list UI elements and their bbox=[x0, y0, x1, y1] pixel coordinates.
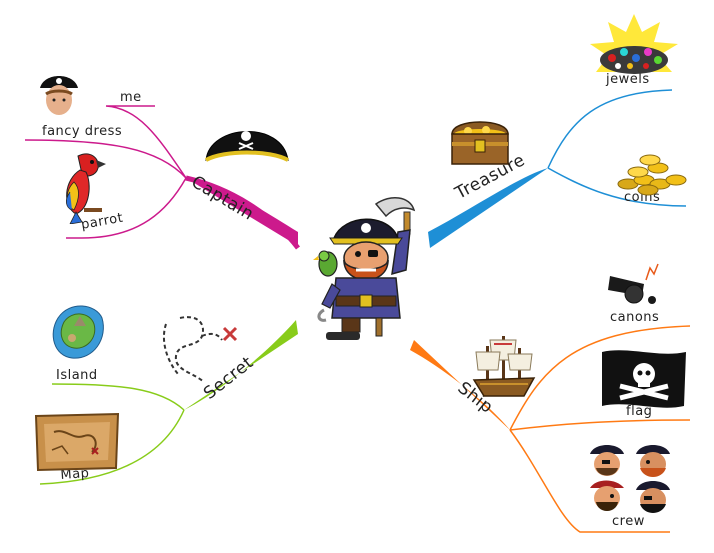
child-line-parrot bbox=[66, 177, 187, 239]
branch-line-treasure bbox=[428, 168, 548, 248]
child-label-jewels[interactable]: jewels bbox=[606, 72, 650, 87]
old-map-icon bbox=[34, 412, 120, 472]
child-line-crew bbox=[509, 429, 670, 533]
child-label-crew[interactable]: crew bbox=[612, 514, 645, 529]
branch-line-ship bbox=[410, 340, 510, 430]
child-line-island bbox=[51, 383, 185, 411]
jewels-pile-icon bbox=[590, 14, 678, 74]
child-label-island[interactable]: Island bbox=[56, 368, 98, 383]
branch-line-captain bbox=[186, 178, 298, 246]
treasure-trail-map-icon bbox=[162, 316, 238, 383]
pirate-captain-icon bbox=[313, 197, 416, 340]
gold-coins-icon bbox=[617, 154, 687, 196]
island-icon bbox=[52, 305, 104, 359]
child-label-fancy-dress[interactable]: fancy dress bbox=[42, 124, 123, 139]
child-line-fancy-dress bbox=[24, 139, 187, 179]
child-line-coins bbox=[547, 167, 687, 207]
child-line-canons bbox=[509, 325, 691, 431]
branch-line-captain-thick bbox=[185, 175, 300, 250]
parrot-icon bbox=[66, 153, 106, 224]
cannon-icon bbox=[608, 263, 659, 304]
child-line-me bbox=[105, 105, 187, 179]
child-line-jewels bbox=[547, 89, 673, 169]
child-label-canons[interactable]: canons bbox=[610, 310, 660, 325]
pirate-crew-icon bbox=[590, 445, 670, 513]
child-line-flag bbox=[509, 419, 691, 431]
child-label-flag[interactable]: flag bbox=[626, 404, 653, 419]
pirate-ship-icon bbox=[472, 336, 536, 397]
jolly-roger-flag-icon bbox=[602, 350, 686, 408]
pirate-child-photo-icon bbox=[40, 76, 78, 115]
child-label-me[interactable]: me bbox=[120, 90, 142, 105]
treasure-chest-icon bbox=[451, 121, 509, 165]
child-line-map bbox=[39, 409, 185, 485]
pirate-hat-icon bbox=[205, 131, 289, 162]
